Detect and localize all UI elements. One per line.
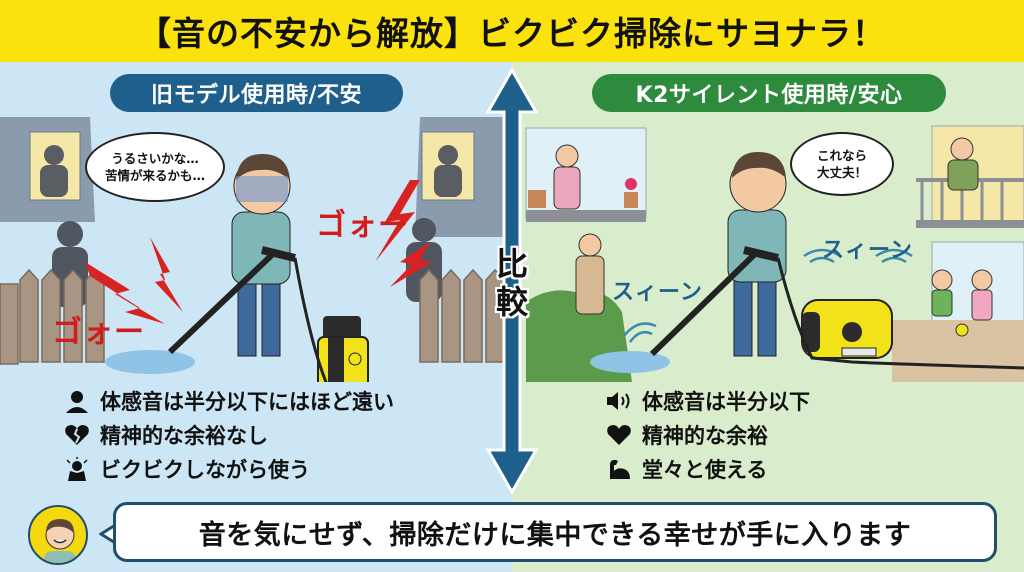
angry-neighbor-window-left-icon: [40, 145, 68, 197]
bullet-text: 体感音は半分以下にはほど遠い: [100, 390, 394, 414]
fence-right: [419, 268, 505, 363]
compare-char-2: 較: [495, 283, 528, 321]
angry-neighbor-window-right-icon: [434, 145, 462, 197]
list-item: 精神的な余裕なし: [62, 418, 394, 452]
playing-children: [931, 269, 993, 337]
quiet-sound-text-right: スィーン: [822, 238, 913, 263]
list-item: 精神的な余裕: [604, 418, 810, 452]
bullet-text: 精神的な余裕: [642, 424, 768, 448]
worried-thought-bubble: うるさいかな… 苦情が来るかも…: [85, 132, 225, 202]
loud-noise-text-right: ゴォー: [316, 208, 409, 243]
flexed-arm-icon: [604, 456, 634, 482]
neighbor-watering-plants: [553, 144, 581, 210]
list-item: ビクビクしながら使う: [62, 452, 394, 486]
silent-model-panel: K2サイレント使用時/安心 これなら 大丈夫！ スィーン スィーン 体感音は半分…: [512, 62, 1024, 572]
old-model-panel: 旧モデル使用時/不安 うるさいかな… 苦情が来るかも… ゴォー ゴォー 体感音は…: [0, 62, 512, 572]
k2-silent-pressure-washer-machine: [801, 299, 893, 359]
list-item: 体感音は半分以下: [604, 384, 810, 418]
bullet-text: 精神的な余裕なし: [100, 424, 268, 448]
bullet-text: 堂々と使える: [642, 458, 768, 482]
header-banner: 【音の不安から解放】ビクビク掃除にサヨナラ！: [0, 0, 1024, 62]
comparison-double-arrow-icon: [485, 66, 539, 496]
thought-line-2: 苦情が来るかも…: [104, 168, 205, 183]
page-title: 【音の不安から解放】ビクビク掃除にサヨナラ！: [138, 14, 886, 53]
old-model-scene-illustration: [0, 117, 512, 382]
thought-line-1: うるさいかな…: [111, 151, 199, 166]
quiet-sound-waves-icon: [623, 248, 913, 343]
list-item: 体感音は半分以下にはほど遠い: [62, 384, 394, 418]
silent-model-label: K2サイレント使用時/安心: [592, 74, 946, 112]
conclusion-speech-bubble: 音を気にせず、掃除だけに集中できる幸せが手に入ります: [113, 502, 997, 562]
loud-noise-text-left: ゴォー: [52, 315, 145, 350]
broken-heart-icon: [62, 422, 92, 448]
compare-label: 比 較: [494, 245, 530, 321]
thought-line-1: これなら: [816, 148, 867, 163]
worried-man-figure: [231, 154, 291, 357]
old-model-label: 旧モデル使用時/不安: [110, 74, 403, 112]
elderly-neighbor-drinking-tea: [947, 137, 979, 191]
smiling-boy-avatar-icon: [44, 519, 76, 563]
silent-model-benefits-list: 体感音は半分以下 精神的な余裕 堂々と使える: [604, 384, 810, 486]
compare-char-1: 比: [495, 245, 528, 283]
heart-icon: [604, 422, 634, 448]
bullet-text: ビクビクしながら使う: [100, 458, 310, 482]
thought-line-2: 大丈夫！: [816, 165, 867, 180]
old-pressure-washer-machine: [317, 316, 369, 382]
relieved-thought-bubble: これなら 大丈夫！: [790, 132, 894, 196]
waving-neighbor: [575, 233, 605, 315]
list-item: 堂々と使える: [604, 452, 810, 486]
noise-lightning-icon: [85, 180, 432, 324]
bullet-text: 体感音は半分以下: [642, 390, 810, 414]
stressed-person-icon: [62, 388, 92, 414]
conclusion-message: 音を気にせず、掃除だけに集中できる幸せが手に入ります: [198, 519, 912, 551]
anxious-person-icon: [62, 456, 92, 482]
fence-left: [0, 268, 105, 365]
silent-model-scene-illustration: [525, 125, 1024, 382]
avatar: [28, 505, 88, 565]
speaker-low-volume-icon: [604, 388, 634, 414]
quiet-sound-text-left: スィーン: [612, 280, 703, 305]
old-model-drawbacks-list: 体感音は半分以下にはほど遠い 精神的な余裕なし ビクビクしながら使う: [62, 384, 394, 486]
